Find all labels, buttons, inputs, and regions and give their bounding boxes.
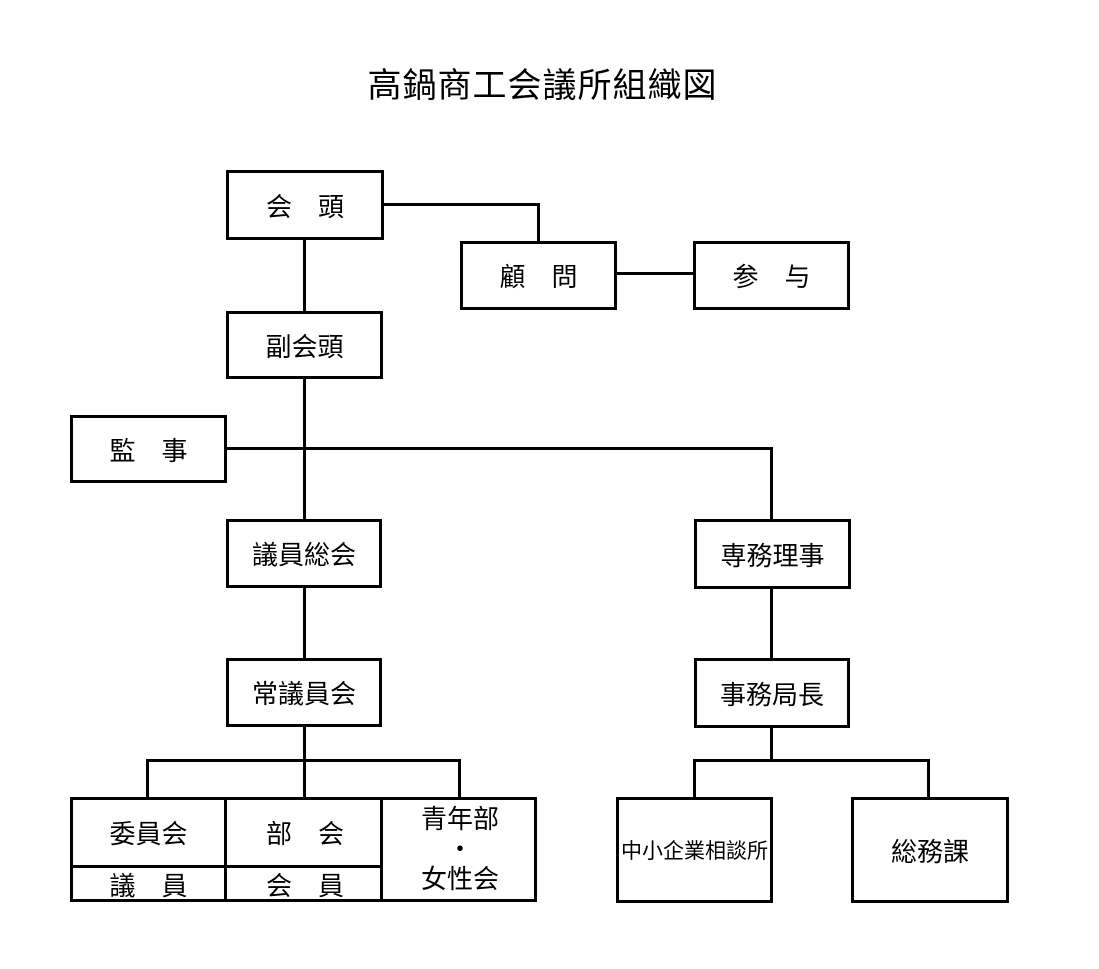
node-giin: 議 員 <box>70 867 227 902</box>
node-sanyo: 参 与 <box>693 241 850 310</box>
node-kaiin-label: 会 員 <box>265 872 344 901</box>
node-seinenbu-line1: 青年部 <box>420 804 499 834</box>
connector-kaicho-komon-drop <box>537 203 540 241</box>
node-senmuriji-label: 専務理事 <box>720 541 825 571</box>
node-somuka-label: 総務課 <box>890 837 969 867</box>
node-jogiinkai: 常議員会 <box>226 658 382 727</box>
node-jogiinkai-label: 常議員会 <box>251 680 356 709</box>
connector-kaicho-komon-horizontal <box>384 203 540 206</box>
node-seinenbu-line2: ・ <box>446 834 473 864</box>
connector-right-drop-chushokigyo <box>693 759 696 797</box>
node-somuka: 総務課 <box>851 797 1009 903</box>
node-komon: 顧 問 <box>460 241 617 310</box>
connector-giinsokai-jogiinkai <box>303 588 306 658</box>
node-jimukyokucho-label: 事務局長 <box>719 680 824 710</box>
connector-komon-sanyo <box>617 272 693 275</box>
node-iinkai-label: 委員会 <box>109 819 188 849</box>
connector-left-drop-iinkai <box>146 759 149 797</box>
node-bukai: 部 会 <box>227 797 383 867</box>
table-divider-col1 <box>224 797 227 902</box>
connector-senmuriji-drop <box>770 447 773 519</box>
node-fukukaicho: 副会頭 <box>226 311 383 379</box>
node-chushokigyo-label: 中小企業相談所 <box>621 839 768 863</box>
node-fukukaicho-label: 副会頭 <box>265 332 344 362</box>
node-giinsokai: 議員総会 <box>226 519 382 588</box>
node-seinenbu-line3: 女性会 <box>420 864 499 894</box>
table-divider-row <box>70 865 383 868</box>
node-senmuriji: 専務理事 <box>694 519 851 589</box>
node-kanji: 監 事 <box>70 415 227 483</box>
connector-jimukyokucho-stem <box>770 728 773 762</box>
page-title: 高鍋商工会議所組織図 <box>367 68 718 105</box>
connector-left-drop-seinenbu <box>458 759 461 797</box>
node-kaicho-label: 会 頭 <box>265 192 344 222</box>
node-kanji-label: 監 事 <box>109 436 188 466</box>
node-sanyo-label: 参 与 <box>732 263 811 292</box>
connector-senmuriji-jimukyokucho <box>770 589 773 658</box>
node-seinenbu-joseikai: 青年部 ・ 女性会 <box>383 797 537 902</box>
node-komon-label: 顧 問 <box>499 263 578 292</box>
node-bukai-label: 部 会 <box>265 819 344 849</box>
connector-right-branch <box>693 759 930 762</box>
node-giin-label: 議 員 <box>109 872 188 901</box>
connector-kaicho-fukukaicho <box>303 240 306 311</box>
node-iinkai: 委員会 <box>70 797 227 867</box>
connector-kanji-horizontal <box>227 447 773 450</box>
connector-jogiinkai-stem <box>303 727 306 797</box>
node-kaicho: 会 頭 <box>226 170 384 240</box>
node-kaiin: 会 員 <box>227 867 383 902</box>
node-chushokigyo: 中小企業相談所 <box>616 797 773 903</box>
node-jimukyokucho: 事務局長 <box>694 658 850 728</box>
node-giinsokai-label: 議員総会 <box>251 541 356 570</box>
table-divider-col2 <box>380 797 383 902</box>
connector-left-branch <box>146 759 461 762</box>
connector-right-drop-somuka <box>927 759 930 797</box>
node-bottom-left-table <box>70 797 537 902</box>
